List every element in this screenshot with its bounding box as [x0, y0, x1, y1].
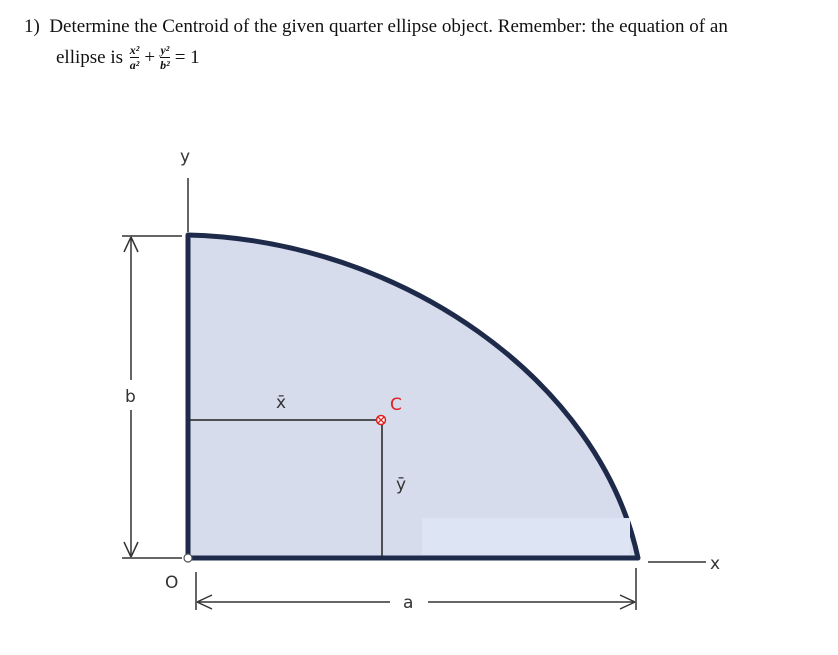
- width-label-a: a: [403, 593, 413, 613]
- x-bar-label: x̄: [276, 393, 286, 413]
- x-axis-label: x: [710, 554, 720, 574]
- y-axis-label: y: [180, 147, 190, 167]
- height-label-b: b: [125, 387, 136, 407]
- origin-marker: [183, 553, 193, 563]
- y-bar-label: ȳ: [396, 475, 406, 495]
- equation-rhs: = 1: [174, 46, 200, 68]
- shape-highlight: [422, 518, 630, 555]
- question-text-line1: Determine the Centroid of the given quar…: [49, 16, 728, 37]
- equation-y-denominator: b²: [160, 58, 170, 72]
- origin-label: O: [165, 573, 178, 593]
- centroid-marker: [375, 414, 387, 426]
- dim-a-arrow-left: [196, 594, 213, 610]
- equation-x-numerator: x²: [129, 43, 140, 57]
- dim-b-arrow-down: [123, 541, 139, 558]
- centroid-label: C: [390, 395, 402, 415]
- dim-b-arrow-up: [123, 236, 139, 253]
- equation-y-numerator: y²: [160, 43, 170, 57]
- dim-a-arrow-right: [619, 594, 636, 610]
- quarter-ellipse-shape: [185, 232, 641, 561]
- question-text-prefix: ellipse is: [56, 46, 124, 68]
- equation-x-fraction: x² a²: [129, 43, 140, 72]
- question-text: 1) Determine the Centroid of the given q…: [24, 14, 824, 71]
- equation-plus: +: [144, 46, 156, 68]
- equation-y-fraction: y² b²: [160, 44, 170, 71]
- question-line-2: ellipse is x² a² + y² b² = 1: [56, 44, 824, 71]
- question-number: 1): [24, 16, 40, 37]
- equation-x-denominator: a²: [129, 58, 140, 72]
- question-line-1: 1) Determine the Centroid of the given q…: [24, 14, 824, 40]
